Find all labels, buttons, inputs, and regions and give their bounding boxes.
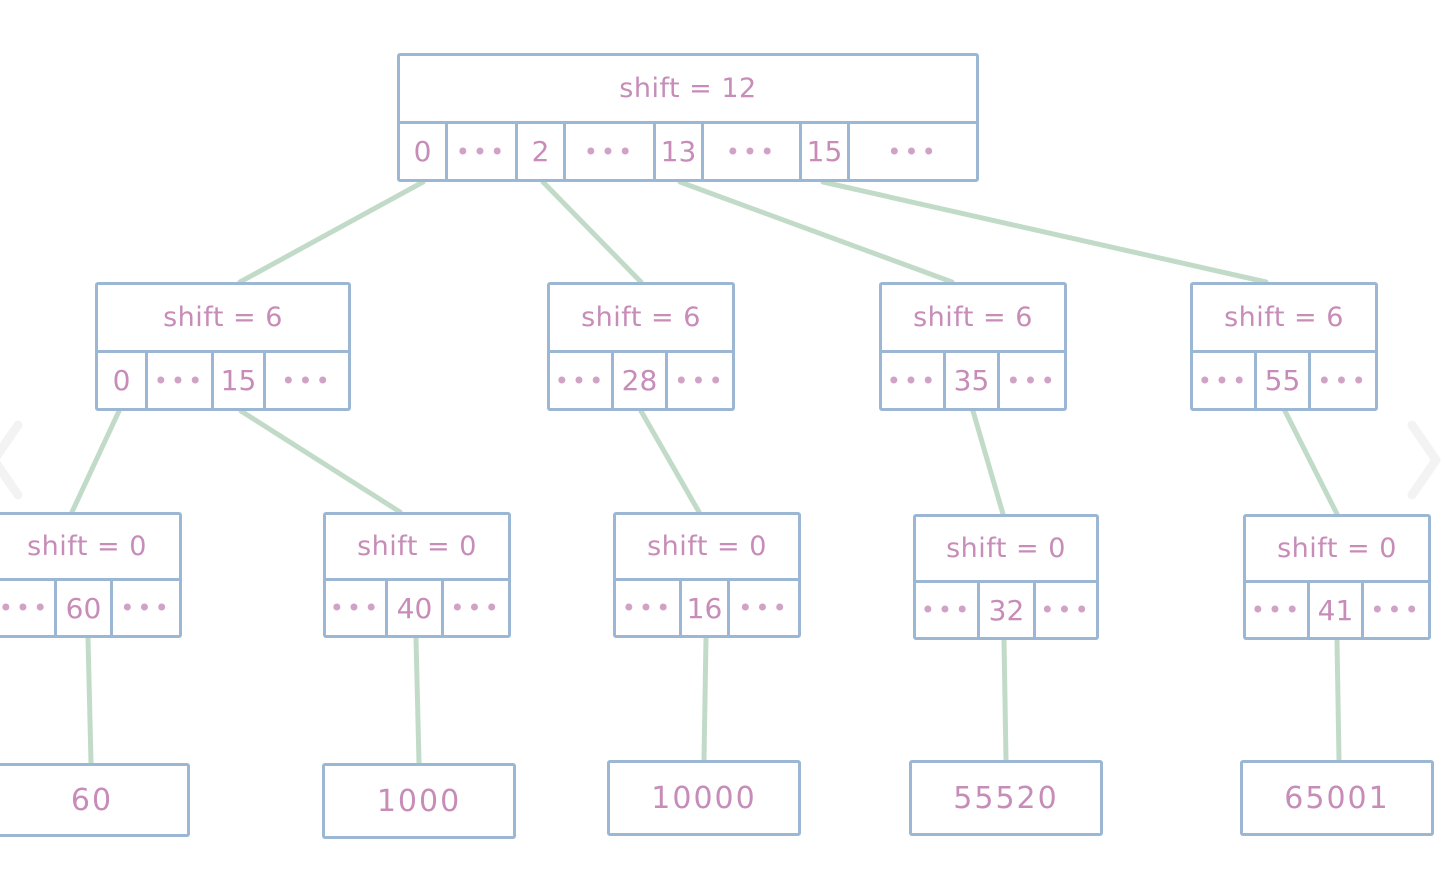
edge-l3-d-to-leaf-55520 — [1001, 637, 1009, 763]
node-slot-row: •••40••• — [326, 581, 508, 635]
edge-l2-a-to-l3-b — [238, 408, 403, 515]
tree-node-l3-d[interactable]: shift = 0•••32••• — [913, 514, 1099, 640]
node-slot-row: 0•••15••• — [98, 353, 348, 408]
node-slot-value[interactable]: 2 — [518, 124, 566, 179]
node-slot-ellipsis[interactable]: ••• — [281, 366, 333, 395]
node-slot-ellipsis[interactable]: ••• — [882, 353, 946, 408]
node-slot-value[interactable]: 55 — [1257, 353, 1311, 408]
tree-node-l2-c[interactable]: shift = 6•••35••• — [879, 282, 1067, 411]
node-slot-ellipsis[interactable]: ••• — [1006, 366, 1058, 395]
node-slot-ellipsis[interactable]: ••• — [1040, 596, 1092, 624]
node-slot-row: •••16••• — [616, 581, 798, 635]
node-shift-label: shift = 6 — [1193, 285, 1375, 353]
node-slot-row: •••60••• — [0, 581, 179, 635]
node-slot-value[interactable]: 15 — [802, 124, 850, 179]
edge-root-to-l2-c — [677, 179, 955, 285]
node-slot-ellipsis[interactable]: ••• — [448, 124, 518, 179]
edge-l3-b-to-leaf-1000 — [413, 635, 422, 766]
tree-node-l3-e[interactable]: shift = 0•••41••• — [1243, 514, 1431, 640]
node-slot-value[interactable]: 41 — [1310, 583, 1364, 637]
node-shift-label: shift = 0 — [916, 517, 1096, 583]
node-slot-ellipsis[interactable]: ••• — [550, 353, 614, 408]
node-shift-label: shift = 0 — [326, 515, 508, 581]
node-slot-row: •••28••• — [550, 353, 732, 408]
chevron-right-icon — [1407, 420, 1441, 500]
node-shift-label: shift = 6 — [550, 285, 732, 353]
node-slot-ellipsis[interactable]: ••• — [120, 594, 172, 622]
edge-l3-e-to-leaf-65001 — [1334, 637, 1342, 763]
leaf-node-leaf-65001[interactable]: 65001 — [1240, 760, 1434, 836]
node-shift-label: shift = 0 — [1246, 517, 1428, 583]
edge-l2-b-to-l3-c — [638, 408, 702, 515]
node-slot-ellipsis[interactable]: ••• — [704, 124, 802, 179]
edge-root-to-l2-a — [237, 179, 426, 285]
chevron-left-icon — [0, 420, 23, 500]
edge-root-to-l2-b — [540, 179, 644, 285]
node-slot-ellipsis[interactable]: ••• — [148, 353, 214, 408]
node-shift-label: shift = 0 — [0, 515, 179, 581]
node-slot-value[interactable]: 13 — [656, 124, 704, 179]
node-slot-value[interactable]: 28 — [614, 353, 668, 408]
leaf-node-leaf-1000[interactable]: 1000 — [322, 763, 516, 839]
node-slot-value[interactable]: 16 — [682, 581, 730, 635]
next-button[interactable] — [1400, 415, 1445, 505]
previous-button[interactable] — [0, 415, 30, 505]
node-slot-value[interactable]: 35 — [946, 353, 1000, 408]
leaf-node-leaf-55520[interactable]: 55520 — [909, 760, 1103, 836]
node-slot-ellipsis[interactable]: ••• — [616, 581, 682, 635]
tree-node-l3-c[interactable]: shift = 0•••16••• — [613, 512, 801, 638]
node-slot-value[interactable]: 0 — [98, 353, 148, 408]
tree-node-l2-b[interactable]: shift = 6•••28••• — [547, 282, 735, 411]
node-slot-row: •••35••• — [882, 353, 1064, 408]
node-shift-label: shift = 12 — [400, 56, 976, 124]
node-slot-ellipsis[interactable]: ••• — [1370, 596, 1422, 624]
node-slot-value[interactable]: 60 — [57, 581, 113, 635]
node-slot-ellipsis[interactable]: ••• — [0, 581, 57, 635]
leaf-node-leaf-10000[interactable]: 10000 — [607, 760, 801, 836]
node-slot-row: •••41••• — [1246, 583, 1428, 637]
leaf-node-leaf-60[interactable]: 60 — [0, 763, 190, 837]
edge-root-to-l2-d — [820, 179, 1269, 285]
node-shift-label: shift = 6 — [882, 285, 1064, 353]
edge-l2-c-to-l3-d — [970, 408, 1006, 517]
node-slot-ellipsis[interactable]: ••• — [916, 583, 980, 637]
node-slot-ellipsis[interactable]: ••• — [1317, 366, 1369, 395]
node-slot-row: •••32••• — [916, 583, 1096, 637]
tree-node-l3-a[interactable]: shift = 0•••60••• — [0, 512, 182, 638]
node-slot-value[interactable]: 15 — [214, 353, 266, 408]
node-slot-row: 0•••2•••13•••15••• — [400, 124, 976, 179]
edge-l2-a-to-l3-a — [69, 408, 122, 515]
node-slot-ellipsis[interactable]: ••• — [450, 594, 502, 622]
node-slot-value[interactable]: 32 — [980, 583, 1036, 637]
node-slot-ellipsis[interactable]: ••• — [1246, 583, 1310, 637]
node-slot-value[interactable]: 0 — [400, 124, 448, 179]
node-shift-label: shift = 0 — [616, 515, 798, 581]
tree-node-l3-b[interactable]: shift = 0•••40••• — [323, 512, 511, 638]
edge-l3-c-to-leaf-10000 — [701, 635, 709, 763]
edge-l3-a-to-leaf-60 — [85, 635, 94, 766]
tree-node-l2-d[interactable]: shift = 6•••55••• — [1190, 282, 1378, 411]
node-slot-row: •••55••• — [1193, 353, 1375, 408]
node-slot-ellipsis[interactable]: ••• — [738, 594, 790, 622]
node-slot-value[interactable]: 40 — [388, 581, 444, 635]
node-slot-ellipsis[interactable]: ••• — [674, 366, 726, 395]
node-shift-label: shift = 6 — [98, 285, 348, 353]
edge-l2-d-to-l3-e — [1282, 408, 1340, 517]
node-slot-ellipsis[interactable]: ••• — [1193, 353, 1257, 408]
node-slot-ellipsis[interactable]: ••• — [566, 124, 656, 179]
node-slot-ellipsis[interactable]: ••• — [887, 137, 939, 166]
node-slot-ellipsis[interactable]: ••• — [326, 581, 388, 635]
